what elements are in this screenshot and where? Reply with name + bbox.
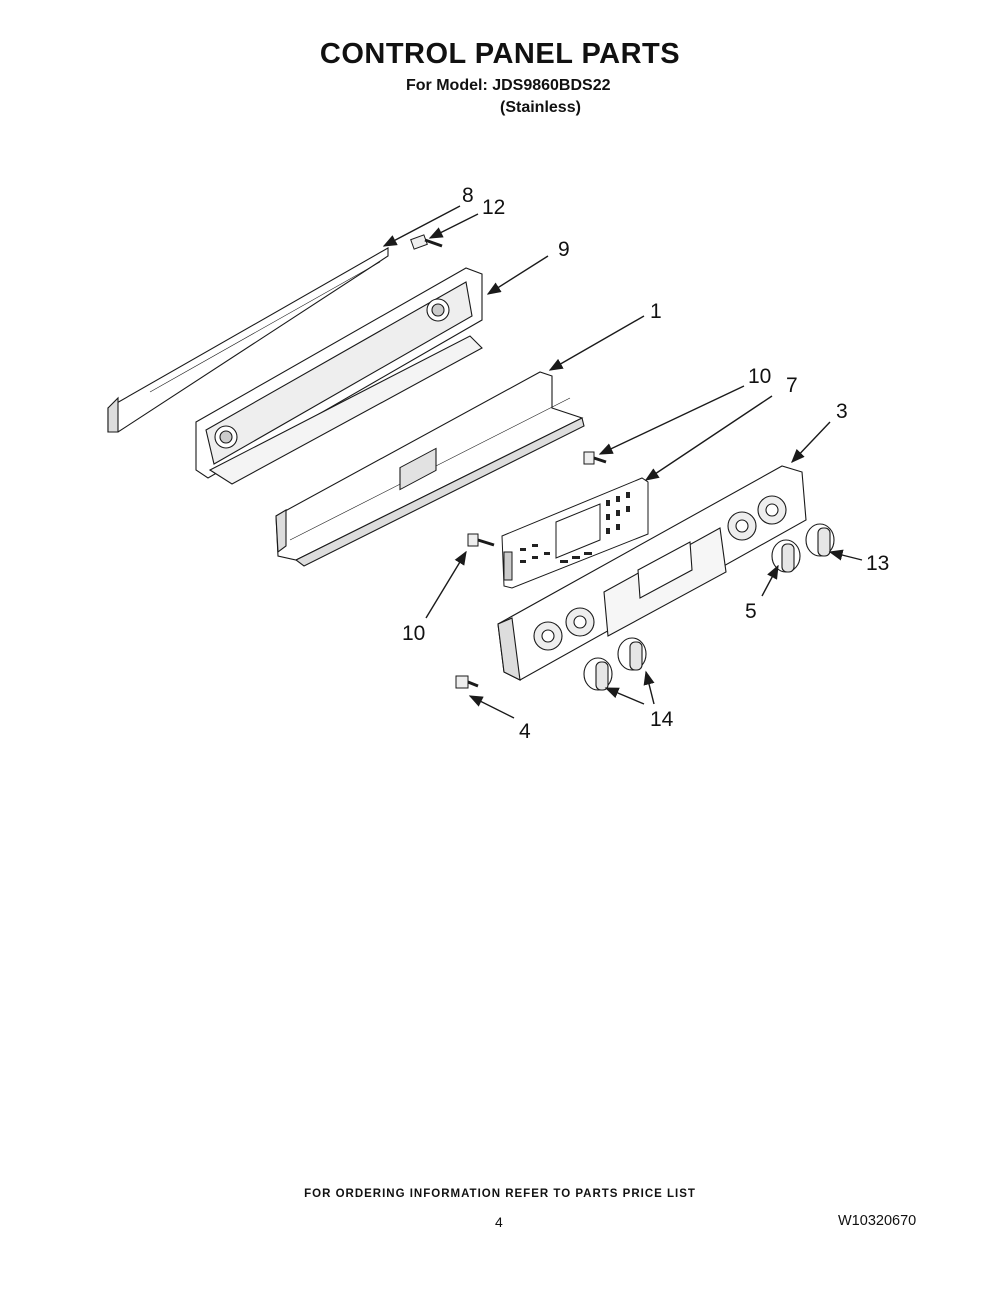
ordering-note: FOR ORDERING INFORMATION REFER TO PARTS …: [304, 1188, 696, 1200]
part-9-housing: [195, 267, 483, 485]
callout-9: 9: [558, 238, 570, 261]
part-4-screw: [455, 675, 479, 689]
callout-10-lower: 10: [402, 622, 425, 645]
finish-line: (Stainless): [500, 99, 581, 116]
part-5-knob: [771, 539, 801, 573]
callout-7: 7: [786, 374, 798, 397]
callout-8: 8: [462, 184, 474, 207]
callout-10-upper: 10: [748, 365, 771, 388]
callout-13: 13: [866, 552, 889, 575]
part-14-knob-right: [617, 637, 647, 671]
callout-14: 14: [650, 708, 674, 731]
part-10-screw-lower: [467, 533, 495, 547]
part-10-screw-upper: [583, 451, 607, 465]
callout-3: 3: [836, 400, 848, 423]
part-1-bracket: [275, 371, 585, 567]
part-7-control-board: [501, 477, 649, 589]
part-14-knob-left: [583, 657, 613, 691]
callout-5: 5: [745, 600, 757, 623]
part-12-screw: [410, 234, 443, 250]
page-title: CONTROL PANEL PARTS: [319, 38, 681, 70]
page-number: 4: [495, 1214, 503, 1230]
part-13-knob: [805, 523, 835, 557]
callout-4: 4: [519, 720, 531, 743]
callout-12: 12: [482, 196, 505, 219]
model-line: For Model: JDS9860BDS22: [406, 77, 611, 94]
part-3-control-panel: [497, 465, 807, 681]
callout-1: 1: [650, 300, 662, 323]
document-number: W10320670: [838, 1213, 917, 1229]
part-8-rear-panel-sheet: [107, 247, 389, 433]
leader-arrows: [382, 205, 863, 719]
